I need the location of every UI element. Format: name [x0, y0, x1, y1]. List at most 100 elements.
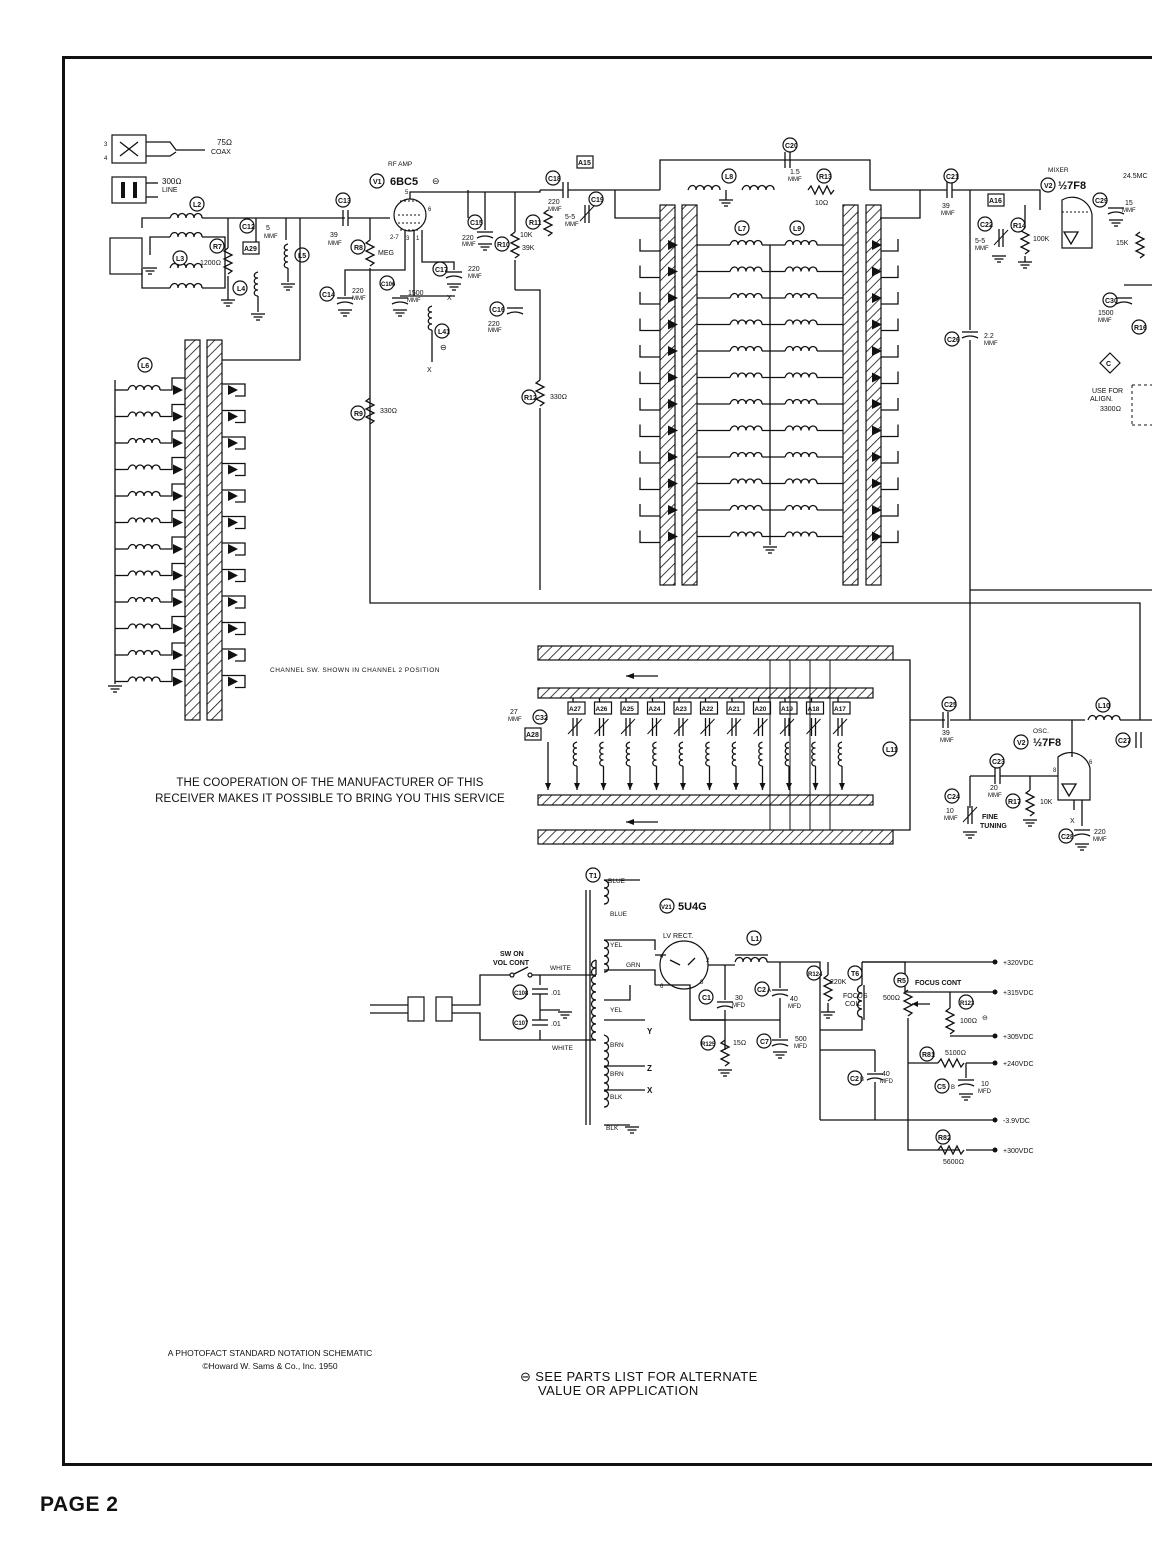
c24-label: C24 — [947, 794, 960, 801]
v2-type: ½7F8 — [1058, 180, 1086, 192]
c18-label: C18 — [548, 176, 561, 183]
c16-unit: MMF — [488, 328, 502, 334]
r17-label: R17 — [1008, 799, 1021, 806]
voltage-rail: +315VDC — [992, 989, 1034, 997]
antenna-coil-row — [115, 456, 246, 477]
svg-text:8: 8 — [700, 980, 704, 986]
a29-label: A29 — [244, 246, 257, 253]
l6-label: L6 — [141, 363, 149, 370]
l11-label: L11 — [886, 747, 898, 754]
voltage-rail: +305VDC — [992, 1033, 1034, 1041]
trimmer-label: A18 — [808, 706, 820, 713]
c7-label: C7 — [760, 1039, 769, 1046]
l4-label: L4 — [237, 286, 245, 293]
c30-label: C30 — [1105, 298, 1118, 305]
blue-2: BLUE — [610, 911, 628, 918]
c20-value: 1.5 — [790, 169, 800, 176]
v1-type: 6BC5 — [390, 176, 418, 188]
r8-value: MEG — [378, 250, 394, 257]
coax-impedance: 75Ω — [217, 138, 232, 147]
c16-value: 220 — [488, 321, 500, 328]
osc-trimmer-column: A24 — [646, 698, 666, 790]
c108-value: .01 — [551, 990, 561, 997]
c32-label: C32 — [535, 715, 548, 722]
osc-trimmer-column: A25 — [620, 698, 639, 790]
voltage-rail: -3.9VDC — [992, 1117, 1030, 1125]
align-note-3: 3300Ω — [1100, 406, 1121, 413]
blk-1: BLK — [610, 1094, 623, 1101]
r123-label: R123 — [960, 1001, 975, 1007]
l41-label: L41 — [438, 329, 450, 336]
r125-value: 15Ω — [733, 1040, 746, 1047]
r15-value: 15K — [1116, 240, 1129, 247]
r16-label: R16 — [1134, 325, 1147, 332]
lv-rect-label: LV RECT. — [663, 933, 693, 940]
c13-unit: MMF — [328, 241, 342, 247]
trimmer-label: A20 — [755, 706, 767, 713]
v2-label: V2 — [1044, 183, 1053, 190]
osc-trimmer-column: A27 — [567, 698, 586, 790]
r125-label: R125 — [701, 1042, 716, 1048]
if-frequency: 24.5MC — [1123, 173, 1148, 180]
oscillator-stage: C25 39 MMF L10 C27 OSC. V2 ½7F8 C23 20 M… — [940, 696, 1152, 851]
c19-value: 5-5 — [565, 214, 575, 221]
c1-label: C1 — [702, 995, 711, 1002]
c21-value: 39 — [942, 203, 950, 210]
c23-label: C23 — [992, 759, 1005, 766]
svg-text:B: B — [860, 1077, 864, 1083]
white-1: WHITE — [550, 965, 572, 972]
rail-voltage-label: -3.9VDC — [1003, 1118, 1030, 1125]
yel-2: YEL — [610, 1007, 623, 1014]
c1-unit: MFD — [732, 1003, 746, 1009]
turret-coil-row — [639, 265, 899, 279]
antenna-coil-row — [115, 377, 246, 397]
c2a-label: C2 — [757, 987, 766, 994]
c14-unit: MMF — [352, 296, 366, 302]
parts-note-line-1: ⊖ SEE PARTS LIST FOR ALTERNATE — [520, 1369, 758, 1384]
antenna-coil-row — [115, 430, 246, 450]
r82-label: R82 — [938, 1135, 951, 1142]
grn-label: GRN — [626, 962, 641, 969]
r8-label: R8 — [354, 245, 363, 252]
page-number: PAGE 2 — [40, 1493, 119, 1516]
c12-value: 5 — [266, 225, 270, 232]
r11-value: 10K — [520, 232, 533, 239]
r14-label: R14 — [1013, 223, 1026, 230]
c30-unit: MMF — [1098, 318, 1112, 324]
antenna-coil-row — [115, 536, 246, 556]
c106-value: 1500 — [408, 290, 424, 297]
a16-label: A16 — [989, 198, 1002, 205]
turret-coil-row — [639, 504, 899, 517]
align-note-2: ALIGN. — [1090, 396, 1113, 403]
page-frame — [62, 56, 1152, 1466]
r5-label: R5 — [897, 978, 906, 985]
trimmer-label: A19 — [781, 706, 793, 713]
rail-voltage-label: +320VDC — [1003, 960, 1034, 967]
z-mark: Z — [647, 1064, 652, 1073]
svg-text:8: 8 — [1053, 768, 1057, 774]
trimmer-label: A26 — [596, 706, 608, 713]
voltage-rail: +300VDC — [992, 1147, 1034, 1155]
cooperation-line-2: RECEIVER MAKES IT POSSIBLE TO BRING YOU … — [155, 793, 505, 805]
rail-voltage-label: +305VDC — [1003, 1034, 1034, 1041]
c17-unit: MMF — [468, 274, 482, 280]
mixer-title: MIXER — [1048, 167, 1069, 174]
c107-label: C107 — [514, 1021, 529, 1027]
a15-label: A15 — [578, 160, 591, 167]
c23-value: 20 — [990, 785, 998, 792]
c2b-unit: MFD — [880, 1079, 894, 1085]
c28-value: 220 — [1094, 829, 1106, 836]
focus-coil-1: FOCUS — [843, 993, 868, 1000]
x-mark: X — [647, 1086, 653, 1095]
l5-label: L5 — [298, 253, 306, 260]
mixer-stage: C21 39 MMF A16 C26 2.2 MMF C22 5-5 MMF R… — [920, 167, 1152, 720]
c21-label: C21 — [946, 174, 959, 181]
rail-voltage-label: +315VDC — [1003, 990, 1034, 997]
c29-label: C29 — [1095, 198, 1108, 205]
vol-cont-label: VOL CONT — [493, 960, 530, 967]
c30-value: 1500 — [1098, 310, 1114, 317]
svg-text:X: X — [1070, 818, 1075, 825]
osc-trimmer-column: A23 — [673, 698, 692, 790]
